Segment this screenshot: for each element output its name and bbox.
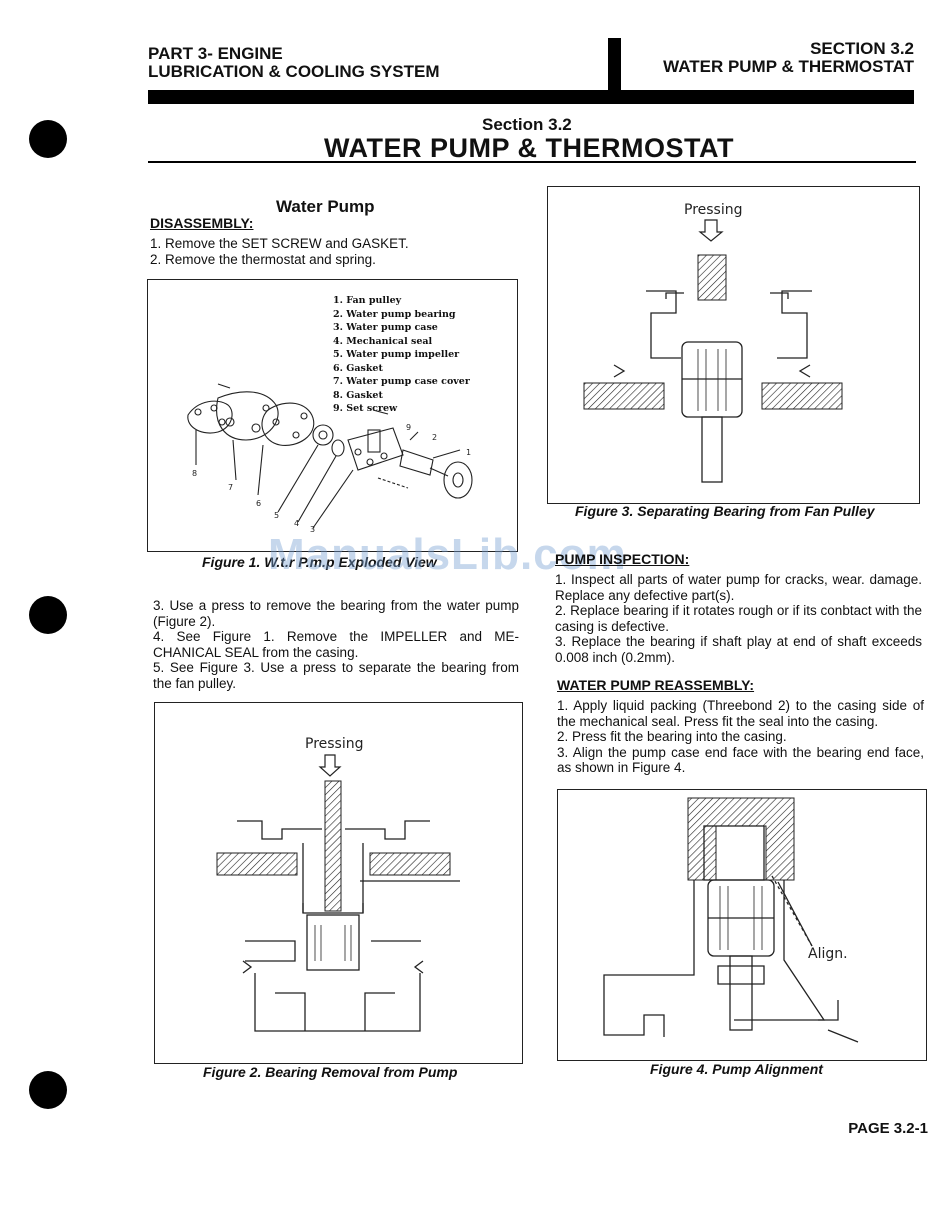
page-number: PAGE 3.2-1 [848, 1120, 928, 1137]
part-5: 5. Water pump impeller [333, 349, 460, 360]
reassembly-step-2: 2. Press fit the bearing into the casing… [557, 729, 787, 744]
reassembly-heading: WATER PUMP REASSEMBLY: [557, 677, 755, 693]
water-pump-subtitle: Water Pump [276, 197, 375, 216]
parts-list: 1. Fan pulley 2. Water pump bearing 3. W… [333, 294, 470, 416]
exploded-view-drawing: 9 2 1 8 7 6 5 4 3 [187, 383, 473, 534]
watermark: ManualsLib.com [268, 530, 627, 579]
header-section-line1: SECTION 3.2 [810, 39, 914, 58]
figure-1-frame: 1. Fan pulley 2. Water pump bearing 3. W… [147, 279, 518, 552]
part-9: 9. Set screw [333, 403, 398, 414]
figure-2-frame: Pressing [154, 702, 523, 1064]
binder-hole-top [29, 120, 67, 158]
step-1: 1. Remove the SET SCREW and GASKET. [150, 236, 409, 251]
figure-1-caption: Figure 1. W.t.r P.m.p Exploded View [202, 554, 437, 570]
title-underline [148, 161, 916, 163]
header-section: SECTION 3.2 WATER PUMP & THERMOSTAT [663, 40, 914, 76]
reassembly-steps: 1. Apply liquid packing (Threebond 2) to… [557, 698, 924, 776]
part-4: 4. Mechanical seal [333, 335, 433, 347]
header-bar [148, 90, 914, 104]
inspection-heading: PUMP INSPECTION: [555, 551, 690, 567]
callout-5: 5 [274, 511, 279, 520]
callout-9: 9 [406, 423, 411, 432]
callout-2: 2 [432, 433, 437, 442]
binder-hole-middle [29, 596, 67, 634]
part-7: 7. Water pump case cover [333, 376, 470, 387]
header-part-line2: LUBRICATION & COOLING SYSTEM [148, 62, 440, 81]
disassembly-steps-b: 3. Use a press to remove the bearing fro… [153, 598, 519, 691]
press-arrow-icon [318, 754, 342, 777]
part-2: 2. Water pump bearing [333, 308, 456, 320]
inspection-steps: 1. Inspect all parts of water pump for c… [555, 572, 922, 665]
separating-bearing-drawing: Pressing [583, 202, 843, 483]
figure-3-caption: Figure 3. Separating Bearing from Fan Pu… [575, 503, 875, 519]
section-number: Section 3.2 [482, 115, 572, 134]
binder-hole-bottom [29, 1071, 67, 1109]
figure-4-frame: Align. [557, 789, 927, 1061]
reassembly-step-3: 3. Align the pump case end face with the… [557, 744, 924, 776]
callout-1: 1 [466, 448, 471, 457]
disassembly-heading: DISASSEMBLY: [150, 215, 254, 231]
disassembly-steps-a: 1. Remove the SET SCREW and GASKET. 2. R… [150, 236, 520, 267]
press-arrow-icon [698, 219, 724, 242]
step-3: 3. Use a press to remove the bearing fro… [153, 598, 519, 629]
part-8: 8. Gasket [333, 389, 383, 401]
inspection-step-3: 3. Replace the bearing if shaft play at … [555, 634, 922, 665]
step-2: 2. Remove the thermostat and spring. [150, 251, 376, 267]
step-5: 5. See Figure 3. Use a press to separate… [153, 660, 519, 691]
header-part: PART 3- ENGINE LUBRICATION & COOLING SYS… [148, 45, 440, 81]
part-6: 6. Gasket [333, 362, 383, 374]
callout-6: 6 [256, 499, 261, 508]
figure-3-frame: Pressing [547, 186, 920, 504]
part-1: 1. Fan pulley [333, 295, 402, 306]
header-divider [608, 38, 621, 98]
header-section-line2: WATER PUMP & THERMOSTAT [663, 57, 914, 76]
header-part-line1: PART 3- ENGINE [148, 44, 283, 63]
callout-8: 8 [192, 469, 197, 478]
page-title: WATER PUMP & THERMOSTAT [324, 133, 734, 163]
callout-3: 3 [310, 525, 315, 534]
figure-3-pressing-label: Pressing [684, 202, 743, 218]
reassembly-step-1: 1. Apply liquid packing (Threebond 2) to… [557, 698, 924, 729]
bearing-removal-drawing: Pressing [216, 736, 460, 1032]
figure-4-caption: Figure 4. Pump Alignment [650, 1061, 823, 1077]
inspection-step-2: 2. Replace bearing if it rotates rough o… [555, 603, 922, 634]
pump-alignment-drawing: Align. [603, 797, 859, 1043]
callout-4: 4 [294, 519, 299, 528]
align-label: Align. [808, 946, 848, 962]
step-4: 4. See Figure 1. Remove the IMPELLER and… [153, 629, 519, 660]
figure-2-caption: Figure 2. Bearing Removal from Pump [203, 1064, 458, 1080]
callout-7: 7 [228, 483, 233, 492]
figure-2-pressing-label: Pressing [305, 736, 364, 752]
part-3: 3. Water pump case [333, 322, 438, 333]
inspection-step-1: 1. Inspect all parts of water pump for c… [555, 572, 922, 603]
